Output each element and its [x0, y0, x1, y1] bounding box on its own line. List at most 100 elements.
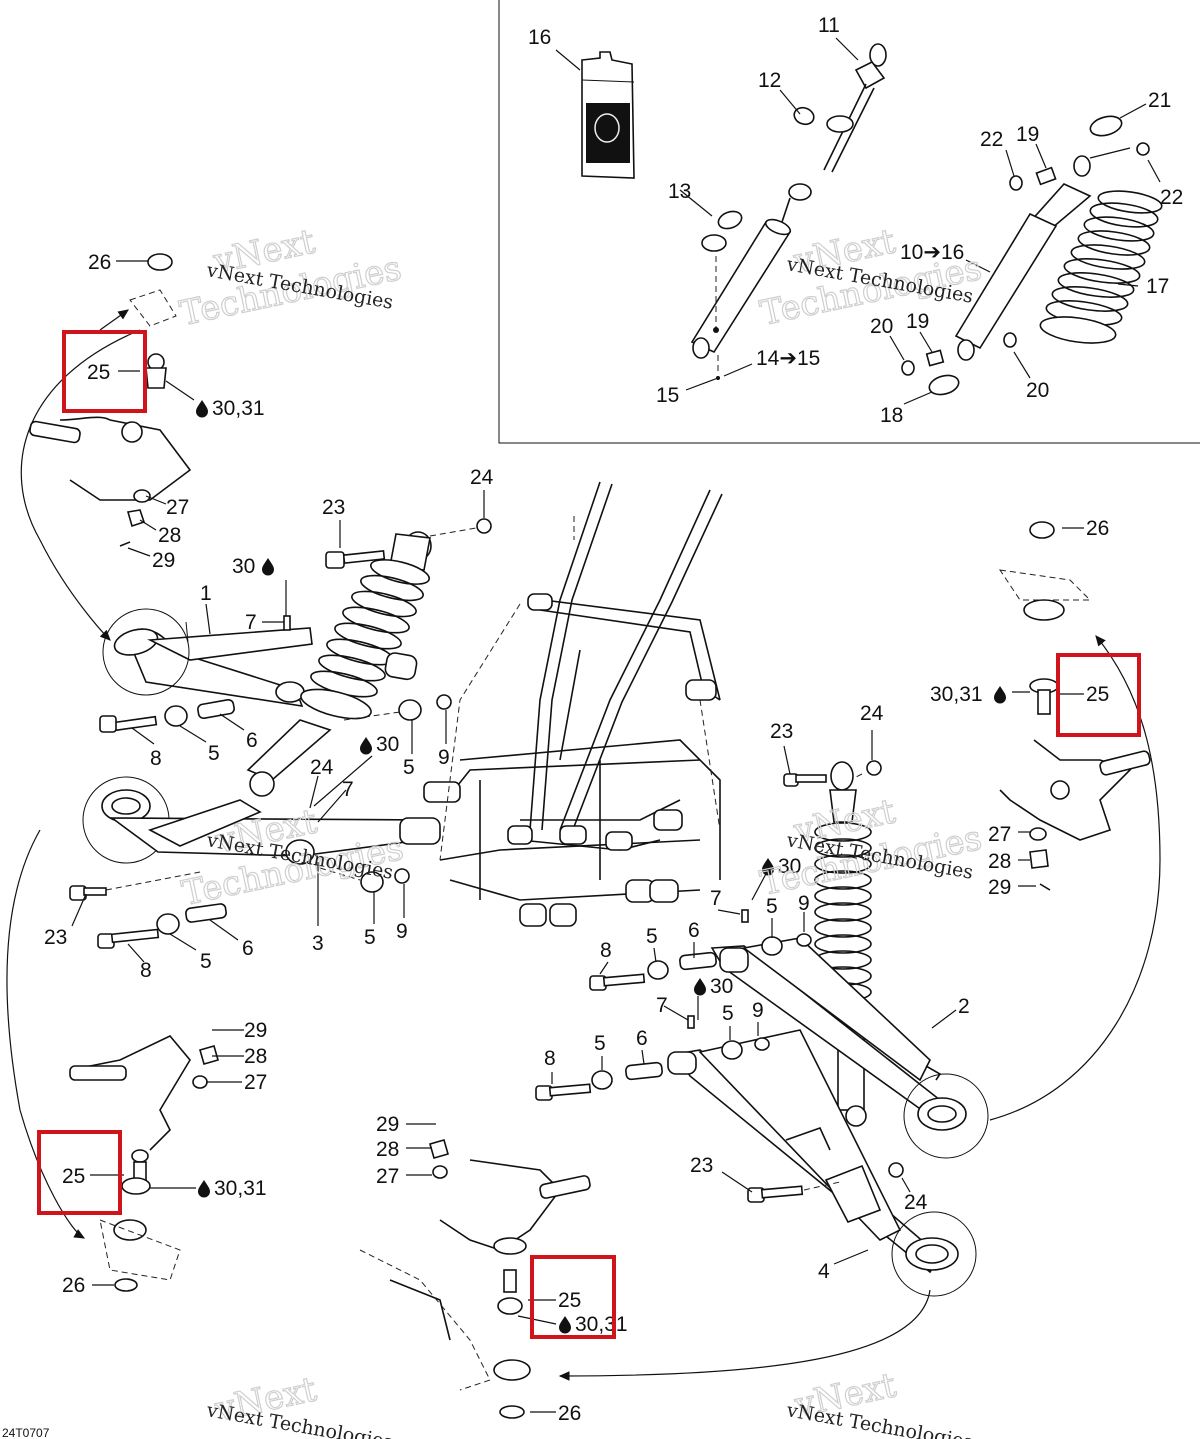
callout-5: 5	[766, 895, 778, 918]
callout-5: 5	[364, 926, 376, 949]
callout-8: 8	[544, 1047, 556, 1070]
callout-25: 25	[87, 361, 110, 384]
oil-bottle-part-16	[581, 51, 635, 179]
shock-detail-inset	[498, 0, 1200, 444]
callout-4: 4	[818, 1260, 830, 1283]
callout-5: 5	[646, 925, 658, 948]
callout-9: 9	[752, 999, 764, 1022]
callout-25: 25	[558, 1289, 581, 1312]
callout-27: 27	[244, 1071, 267, 1094]
callout-30-31: 30,31	[212, 397, 265, 420]
callout-6: 6	[636, 1027, 648, 1050]
callout-30-31: 30,31	[575, 1313, 628, 1336]
callout-22: 22	[980, 128, 1003, 151]
shock-absorber-disassembled	[690, 43, 887, 380]
callout-30: 30	[232, 555, 255, 578]
callout-9: 9	[798, 892, 810, 915]
callout-2: 2	[958, 995, 970, 1018]
callout-23: 23	[770, 720, 793, 743]
callout-30-31: 30,31	[930, 683, 983, 706]
callout-24: 24	[904, 1191, 928, 1214]
callout-10-to-16: 10➔16	[900, 241, 964, 264]
callout-30: 30	[376, 733, 399, 756]
callout-7: 7	[656, 994, 668, 1017]
callout-9: 9	[396, 920, 408, 943]
callout-29: 29	[376, 1113, 399, 1136]
callout-29: 29	[244, 1019, 267, 1042]
callout-15: 15	[656, 384, 679, 407]
callout-7: 7	[710, 887, 722, 910]
right-upper-knuckle	[989, 521, 1161, 1121]
right-lower-knuckle	[359, 1139, 931, 1419]
lower-left-knuckle	[6, 829, 219, 1292]
callout-28: 28	[988, 850, 1011, 873]
callout-24: 24	[470, 466, 494, 489]
callout-27: 27	[376, 1165, 399, 1188]
callout-27: 27	[166, 496, 189, 519]
callout-leader-lines	[71, 37, 1161, 1413]
callout-25: 25	[1086, 683, 1109, 706]
part-callouts: 26 25 30,31 27 28 29 23 24 30 1 7 8 5 6 …	[44, 14, 1183, 1425]
highlight-box-25-right	[1056, 653, 1141, 737]
callout-20: 20	[1026, 379, 1049, 402]
callout-7: 7	[342, 778, 354, 801]
callout-27: 27	[988, 823, 1011, 846]
callout-8: 8	[140, 959, 152, 982]
highlight-box-25-bottom-center	[530, 1255, 616, 1339]
lower-left-a-arm-part-3	[69, 776, 441, 949]
callout-6: 6	[688, 919, 700, 942]
callout-6: 6	[246, 729, 258, 752]
shock-with-spring-assembled	[901, 115, 1163, 396]
callout-26: 26	[1086, 517, 1109, 540]
callout-24: 24	[310, 756, 334, 779]
highlight-box-25-lower-left	[37, 1130, 122, 1215]
callout-25: 25	[62, 1165, 85, 1188]
callout-5: 5	[208, 742, 220, 765]
callout-17: 17	[1146, 275, 1169, 298]
upper-left-knuckle	[20, 253, 192, 641]
callout-7: 7	[245, 611, 257, 634]
callout-16: 16	[528, 26, 551, 49]
callout-26: 26	[62, 1274, 85, 1297]
diagram-part-code: 24T0707	[2, 1426, 50, 1439]
callout-19: 19	[906, 310, 929, 333]
upper-right-a-arm-part-2	[710, 937, 989, 1159]
callout-22: 22	[1160, 186, 1183, 209]
callout-1: 1	[200, 582, 212, 605]
callout-26: 26	[88, 251, 111, 274]
callout-19: 19	[1016, 123, 1039, 146]
callout-23: 23	[322, 496, 345, 519]
highlight-box-25-upper-left	[62, 330, 147, 413]
lower-right-a-arm-part-4	[667, 1029, 977, 1297]
callout-29: 29	[152, 549, 175, 572]
callout-9: 9	[438, 746, 450, 769]
upper-arm-hardware	[99, 518, 492, 733]
callout-11: 11	[818, 14, 840, 37]
vehicle-frame	[423, 481, 723, 927]
callout-5: 5	[403, 756, 415, 779]
left-shock-absorber	[246, 531, 432, 797]
upper-left-a-arm-part-1	[102, 608, 313, 707]
callout-30-31: 30,31	[214, 1177, 267, 1200]
callout-21: 21	[1148, 89, 1171, 112]
callout-14-to-15: 14➔15	[756, 347, 820, 370]
callout-23: 23	[44, 926, 67, 949]
callout-3: 3	[312, 932, 324, 955]
callout-23: 23	[690, 1154, 713, 1177]
callout-28: 28	[158, 524, 181, 547]
callout-29: 29	[988, 876, 1011, 899]
callout-24: 24	[860, 702, 884, 725]
callout-26: 26	[558, 1402, 581, 1425]
highlight-boxes	[37, 330, 1141, 1339]
callout-5: 5	[722, 1002, 734, 1025]
callout-6: 6	[242, 937, 254, 960]
right-arm-hardware	[535, 760, 904, 1203]
callout-30: 30	[710, 975, 733, 998]
callout-30: 30	[778, 855, 801, 878]
callout-5: 5	[200, 950, 212, 973]
callout-13: 13	[668, 180, 691, 203]
callout-18: 18	[880, 404, 903, 427]
callout-20: 20	[870, 315, 893, 338]
callout-12: 12	[758, 69, 781, 92]
